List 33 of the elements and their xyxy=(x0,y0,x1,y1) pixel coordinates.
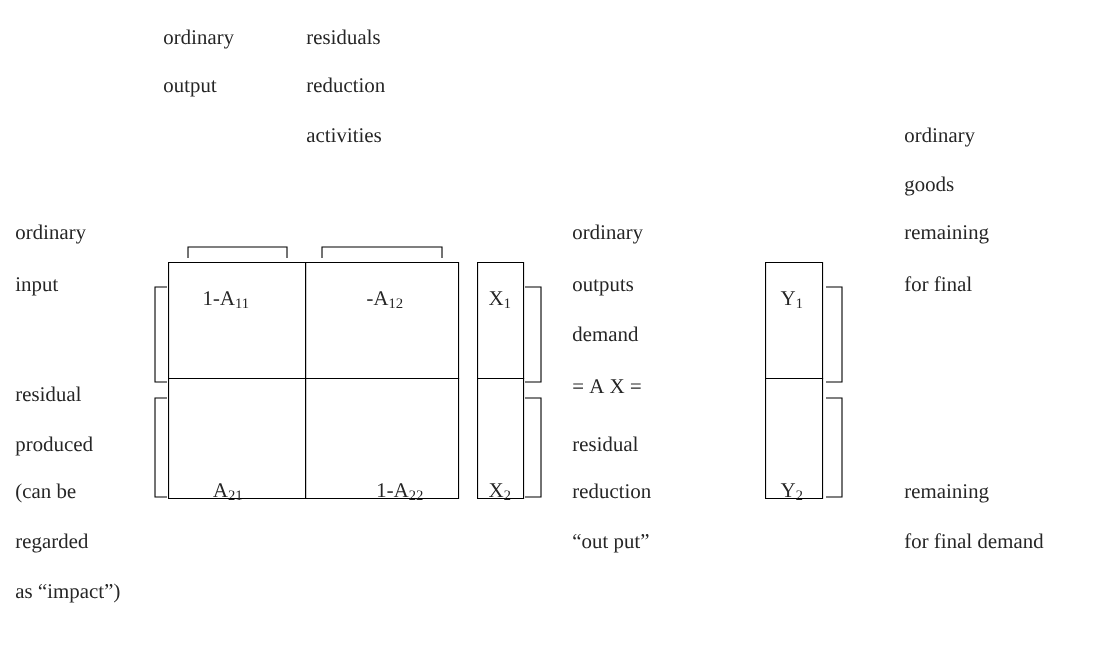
text-label: output xyxy=(164,80,217,97)
text-label: (can be xyxy=(16,483,76,503)
text-label: remaining xyxy=(904,484,989,503)
text-label: produced xyxy=(15,436,93,456)
text-label: ordinary xyxy=(573,224,643,244)
vector-cell: X$_{1}$ xyxy=(477,262,525,380)
text-label: residual xyxy=(572,436,638,452)
text-label: remaining xyxy=(904,225,989,244)
text-label: residuals xyxy=(306,29,380,45)
text-label: ordinary xyxy=(164,29,234,49)
text-label: as “impact”) xyxy=(15,583,120,603)
text-label: “out put” xyxy=(573,534,649,553)
matrix-cell: -A$_{12}$ xyxy=(305,262,460,380)
text-label: activities xyxy=(306,128,381,143)
text-label: residual xyxy=(15,386,81,402)
text-label: = A X = xyxy=(573,379,641,393)
matrix-cell: 1-A$_{22}$ xyxy=(305,378,460,501)
text-label: input xyxy=(15,277,59,296)
text-label: regarded xyxy=(15,533,89,553)
text-label: reduction xyxy=(306,77,385,93)
text-label: for final demand xyxy=(904,533,1044,549)
matrix-cell: 1-A$_{11}$ xyxy=(168,262,307,380)
text-label: goods xyxy=(905,176,954,196)
vector-cell: X$_{2}$ xyxy=(477,378,525,501)
text-label: reduction xyxy=(572,483,651,499)
text-label: ordinary xyxy=(905,127,975,147)
text-label: demand xyxy=(572,326,639,342)
text-label: for final xyxy=(904,276,972,292)
text-label: outputs xyxy=(573,279,634,296)
matrix-cell: A$_{21}$ xyxy=(168,378,307,501)
vector-cell: Y$_{2}$ xyxy=(765,378,824,501)
text-label: ordinary xyxy=(16,224,86,244)
vector-cell: Y$_{1}$ xyxy=(765,262,824,380)
